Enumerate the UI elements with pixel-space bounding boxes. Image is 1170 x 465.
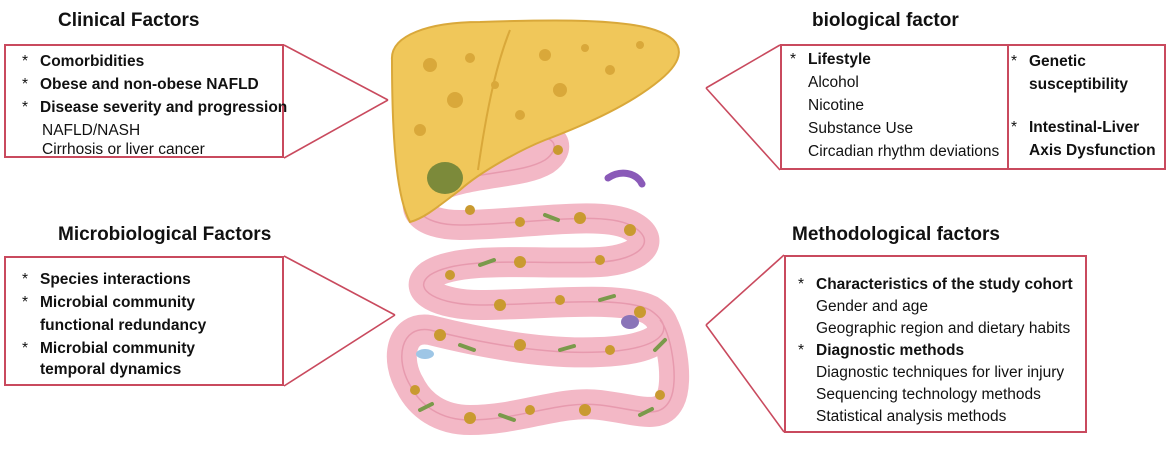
axis-item: *Intestinal-Liver [1011,119,1140,136]
liver-illustration [390,19,680,224]
micro-item: *Microbial community [22,294,196,311]
micro-item: *Species interactions [22,271,191,288]
diagnostic-subitem: Sequencing technology methods [816,386,1041,403]
intestine-illustration [386,122,690,436]
lifestyle-item: *Lifestyle [790,51,871,68]
methodological-heading: Methodological factors [792,224,1000,245]
microbiological-box: *Species interactions *Microbial communi… [4,256,284,386]
clinical-item: *Obese and non-obese NAFLD [22,76,259,93]
lifestyle-subitem: Nicotine [808,97,864,114]
diagnostic-subitem: Statistical analysis methods [816,408,1007,425]
micro-item-cont: functional redundancy [40,317,207,334]
methodological-box: *Characteristics of the study cohort Gen… [784,255,1087,433]
biological-genetic-box: *Genetic susceptibility *Intestinal-Live… [1007,44,1166,170]
biological-heading: biological factor [812,10,959,31]
axis-item-cont: Axis Dysfunction [1029,142,1156,159]
microbiological-heading: Microbiological Factors [58,224,272,245]
micro-item: *Microbial community [22,340,196,357]
diagnostic-subitem: Diagnostic techniques for liver injury [816,364,1065,381]
lifestyle-subitem: Circadian rhythm deviations [808,143,1000,160]
cohort-subitem: Gender and age [816,298,929,315]
clinical-subitem: Cirrhosis or liver cancer [42,141,205,158]
lifestyle-subitem: Substance Use [808,120,914,137]
genetic-item-cont: susceptibility [1029,76,1129,93]
clinical-heading: Clinical Factors [58,10,200,31]
diagnostic-item: *Diagnostic methods [798,342,965,359]
clinical-subitem: NAFLD/NASH [42,122,141,139]
cohort-item: *Characteristics of the study cohort [798,276,1073,293]
micro-item-cont: temporal dynamics [40,361,182,378]
clinical-item: *Comorbidities [22,53,145,70]
clinical-item: *Disease severity and progression [22,99,288,116]
cohort-subitem: Geographic region and dietary habits [816,320,1071,337]
genetic-item: *Genetic [1011,53,1086,70]
biological-lifestyle-box: *Lifestyle Alcohol Nicotine Substance Us… [780,44,1009,170]
lifestyle-subitem: Alcohol [808,74,859,91]
clinical-box: *Comorbidities *Obese and non-obese NAFL… [4,44,288,158]
